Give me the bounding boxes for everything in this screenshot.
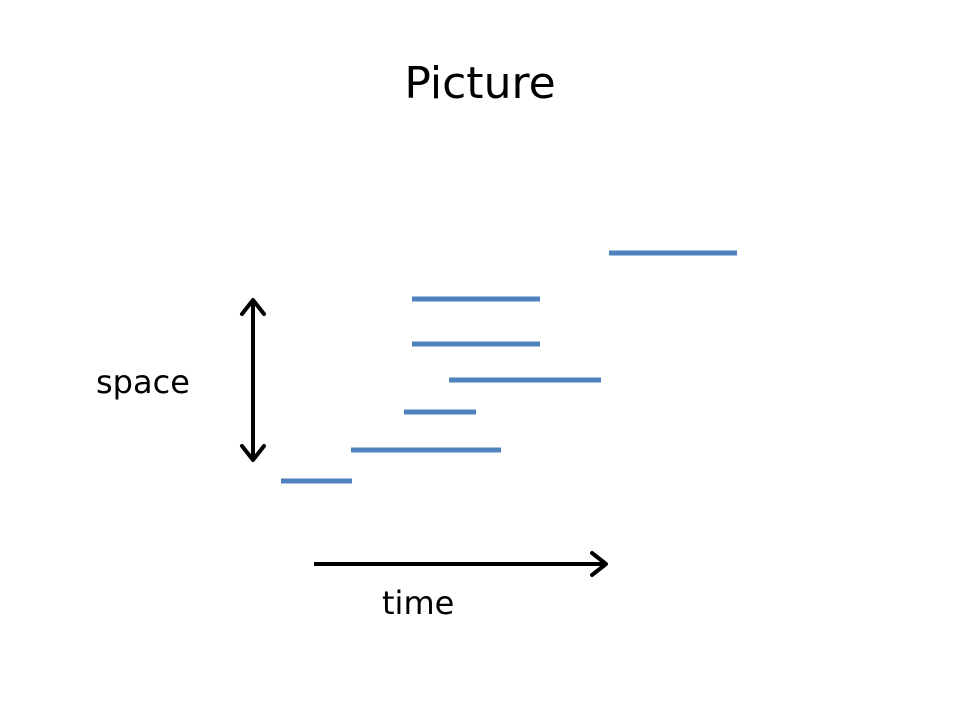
segments [281, 250, 737, 484]
slide-title: Picture [404, 58, 556, 109]
time-arrow [314, 551, 608, 577]
space-arrow-head-bottom [240, 444, 266, 462]
space-label: space [96, 363, 190, 401]
space-arrow [240, 298, 266, 462]
time-label: time [382, 584, 455, 622]
space-arrow-head-top [240, 298, 266, 316]
time-arrow-head [590, 551, 608, 577]
